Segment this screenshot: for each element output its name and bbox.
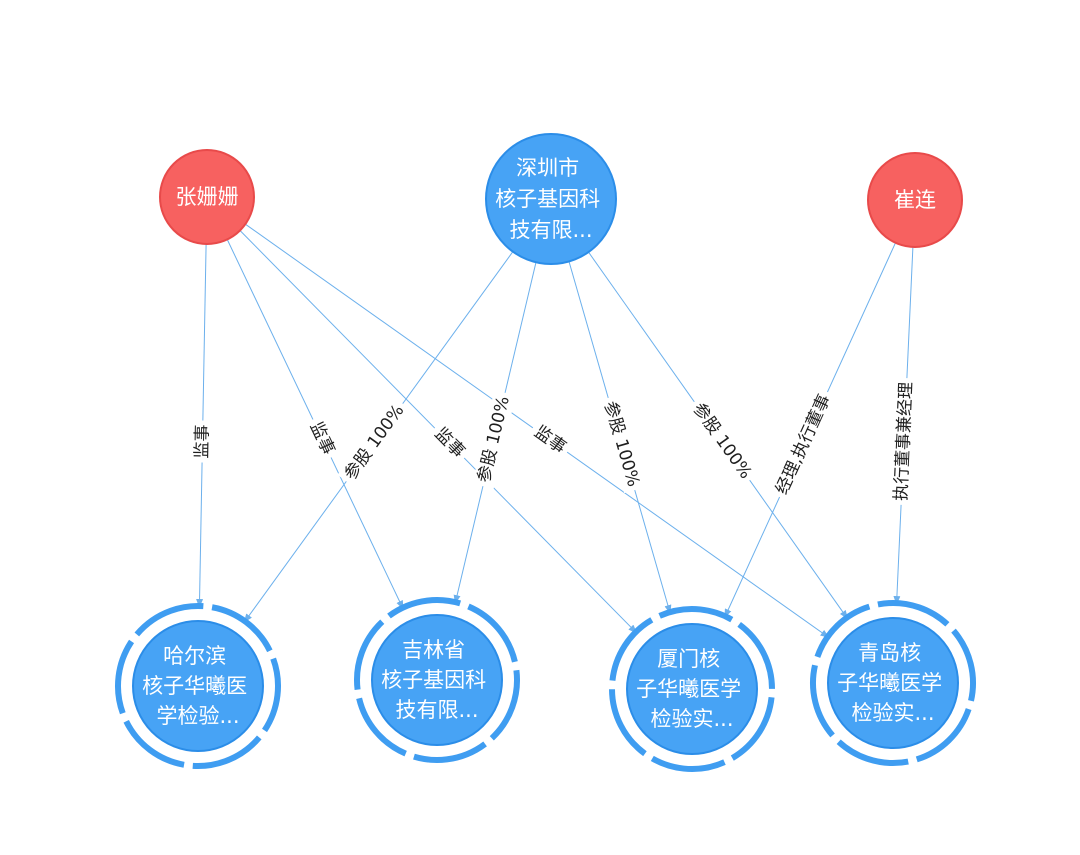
edge-label-background [526, 418, 574, 462]
company-node-ring [810, 600, 976, 766]
node-label-line: 检验实... [650, 707, 733, 731]
node-label: 厦门核 子华曦医学 检验实... [636, 647, 748, 731]
edge: 参股 100% [243, 251, 514, 624]
node-label-line: 青岛核 [858, 641, 921, 665]
node-label-line: 学检验... [156, 704, 239, 728]
node-label-line: 核子基因科 [381, 668, 486, 692]
node-label-line: 核子基因科 [495, 187, 600, 211]
edge: 监事 [191, 243, 214, 609]
edge-label-text: 经理,执行董事 [772, 391, 835, 497]
node-label: 哈尔滨 核子华曦医 学检验... [142, 644, 254, 728]
company-node-circle [626, 623, 758, 755]
company-node[interactable]: 青岛核 子华曦医学 检验实... [791, 581, 994, 784]
company-node-circle [371, 614, 503, 746]
company-node-ring [609, 606, 775, 772]
edge-label: 监事 [526, 418, 574, 462]
edge-label: 执行董事兼经理 [890, 377, 918, 506]
node-label-line: 技有限... [395, 698, 478, 722]
company-node[interactable]: 吉林省 核子基因科 技有限... [348, 591, 526, 769]
company-node[interactable]: 厦门核 子华曦医学 检验实... [604, 601, 780, 777]
node-label-line: 技有限... [509, 218, 592, 242]
node-label-line: 吉林省 [402, 638, 465, 662]
node-label-line: 子华曦医学 [837, 671, 942, 695]
nodes-layer: 张姗姗 深圳市 核子基因科 技有限... 崔连 哈尔滨 核子华曦医 [95, 133, 994, 788]
node-label: 吉林省 核子基因科 技有限... [381, 638, 493, 722]
node-label-line: 深圳市 [516, 156, 579, 180]
company-node[interactable]: 深圳市 核子基因科 技有限... [485, 133, 617, 265]
edge-label-background [890, 377, 918, 506]
edge-label-text: 参股 100% [474, 394, 514, 484]
node-label-line: 厦门核 [657, 647, 720, 671]
edge-label-text: 参股 100% [688, 399, 755, 482]
node-label-line: 检验实... [851, 701, 934, 725]
edge: 执行董事兼经理 [890, 246, 918, 606]
person-node-circle [867, 152, 963, 248]
node-label-line: 哈尔滨 [163, 644, 226, 668]
person-node-circle [159, 149, 255, 245]
node-label-line: 崔连 [894, 188, 936, 212]
company-node[interactable]: 哈尔滨 核子华曦医 学检验... [95, 583, 300, 788]
person-node[interactable]: 崔连 [867, 152, 963, 248]
edge-label-background [769, 387, 838, 502]
edge-label: 监事 [303, 414, 341, 463]
edge-label-background [685, 395, 759, 487]
company-node-circle [485, 133, 617, 265]
edge: 参股 100% [453, 262, 537, 605]
edge-label-background [426, 420, 473, 466]
node-label: 深圳市 核子基因科 技有限... [495, 156, 607, 242]
edge-label: 参股 100% [337, 397, 412, 488]
edge-label: 参股 100% [685, 395, 759, 487]
edge-label-background [303, 414, 341, 463]
node-label: 张姗姗 [176, 185, 239, 209]
edge-label: 监事 [191, 420, 214, 463]
edges-layer: 监事 监事 监事 监事 [191, 223, 918, 639]
edge-label-background [191, 420, 214, 463]
edge-label-background [337, 397, 412, 488]
edge-label: 参股 100% [472, 390, 516, 489]
edge: 参股 100% [568, 261, 672, 615]
person-node[interactable]: 张姗姗 [159, 149, 255, 245]
edge-label: 经理,执行董事 [769, 387, 838, 502]
node-label-line: 子华曦医学 [636, 677, 741, 701]
edge: 监事 [245, 223, 830, 639]
company-node-circle [827, 617, 959, 749]
edge: 经理,执行董事 [723, 242, 896, 619]
node-label-line: 核子华曦医 [142, 674, 247, 698]
node-label: 崔连 [894, 188, 936, 212]
company-node-circle [132, 620, 264, 752]
edge-label-text: 参股 100% [341, 401, 409, 484]
node-label: 青岛核 子华曦医学 检验实... [837, 641, 949, 725]
edge-label-background [472, 390, 516, 489]
node-label-line: 张姗姗 [176, 185, 239, 209]
edge-label-background [597, 394, 646, 494]
edge-label-text: 监事 [192, 424, 213, 458]
edge-label-text: 参股 100% [600, 399, 644, 489]
